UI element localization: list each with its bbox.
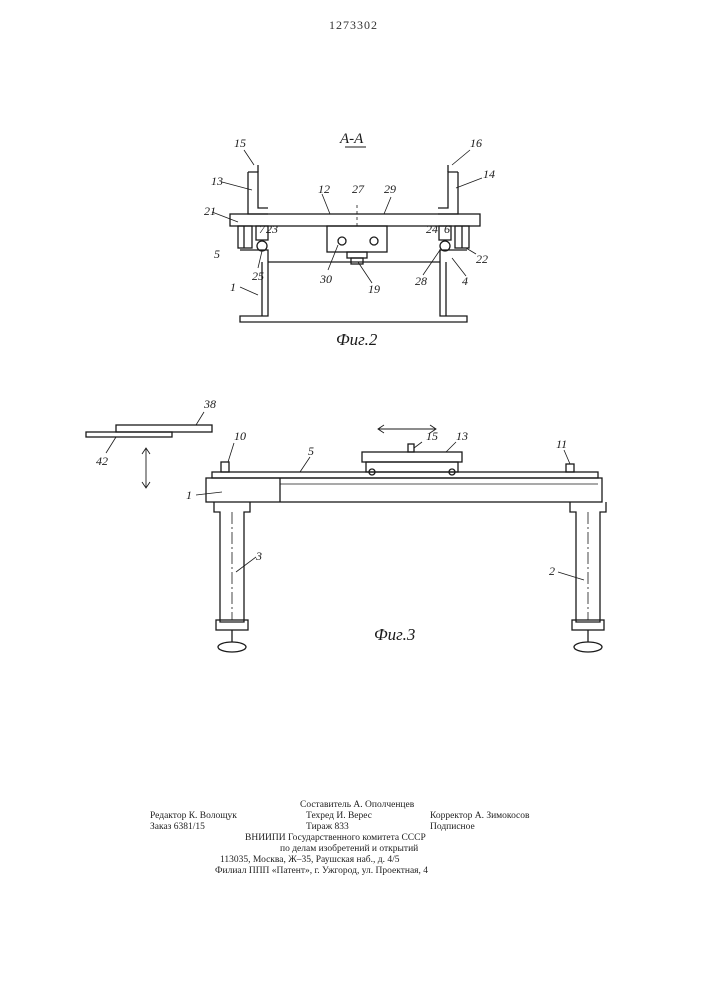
callout-5-fig3: 5 xyxy=(308,444,314,458)
imprint-address: 113035, Москва, Ж–35, Раушская наб., д. … xyxy=(220,855,399,866)
figure-3-caption: Фиг.3 xyxy=(374,625,415,644)
callout-14-fig2: 14 xyxy=(483,167,495,181)
callout-13-fig3: 13 xyxy=(456,429,468,443)
callout-38-fig3: 38 xyxy=(203,397,216,411)
imprint-circulation: Тираж 833 xyxy=(306,822,349,833)
callout-4-fig2: 4 xyxy=(462,274,468,288)
callout-21-fig2: 21 xyxy=(204,204,216,218)
callout-16-fig2: 16 xyxy=(470,136,482,150)
callout-3-fig3: 3 xyxy=(255,549,262,563)
callout-13-fig2: 13 xyxy=(211,174,223,188)
imprint-org-line1: ВНИИПИ Государственного комитета СССР xyxy=(245,833,426,844)
callout-6-fig2: 6 xyxy=(444,222,450,236)
callout-7-fig2: 7 xyxy=(259,222,266,236)
callout-1-fig2: 1 xyxy=(230,280,236,294)
imprint-compiler: Составитель А. Ополченцев xyxy=(300,800,414,811)
imprint-corrector: Корректор А. Зимокосов xyxy=(430,811,530,822)
imprint-org-line2: по делам изобретений и открытий xyxy=(280,844,418,855)
callout-12-fig2: 12 xyxy=(318,182,330,196)
callout-29-fig2: 29 xyxy=(384,182,396,196)
callout-5-fig2: 5 xyxy=(214,247,220,261)
callout-25-fig2: 25 xyxy=(252,269,264,283)
section-label: А-А xyxy=(339,131,364,147)
imprint-order: Заказ 6381/15 xyxy=(150,822,205,833)
callout-27-fig2: 27 xyxy=(352,182,365,196)
callout-24-fig2: 24 xyxy=(426,222,438,236)
callout-42-fig3: 42 xyxy=(96,454,108,468)
imprint-branch: Филиал ППП «Патент», г. Ужгород, ул. Про… xyxy=(215,866,428,877)
callout-19-fig2: 19 xyxy=(368,282,380,296)
imprint-block: Составитель А. Ополченцев Редактор К. Во… xyxy=(150,800,570,877)
callout-30-fig2: 30 xyxy=(319,272,332,286)
imprint-editor: Редактор К. Волощук xyxy=(150,811,237,822)
callout-22-fig2: 22 xyxy=(476,252,488,266)
imprint-subscription: Подписное xyxy=(430,822,475,833)
callout-15-fig2: 15 xyxy=(234,136,246,150)
callout-11-fig3: 11 xyxy=(556,437,567,451)
callout-28-fig2: 28 xyxy=(415,274,427,288)
callout-23-fig2: 23 xyxy=(266,222,278,236)
callout-10-fig3: 10 xyxy=(234,429,246,443)
imprint-techred: Техред И. Верес xyxy=(306,811,372,822)
callout-15-fig3: 15 xyxy=(426,429,438,443)
callout-2-fig3: 2 xyxy=(549,564,555,578)
figure-2-caption: Фиг.2 xyxy=(336,330,378,349)
callout-1-fig3: 1 xyxy=(186,488,192,502)
